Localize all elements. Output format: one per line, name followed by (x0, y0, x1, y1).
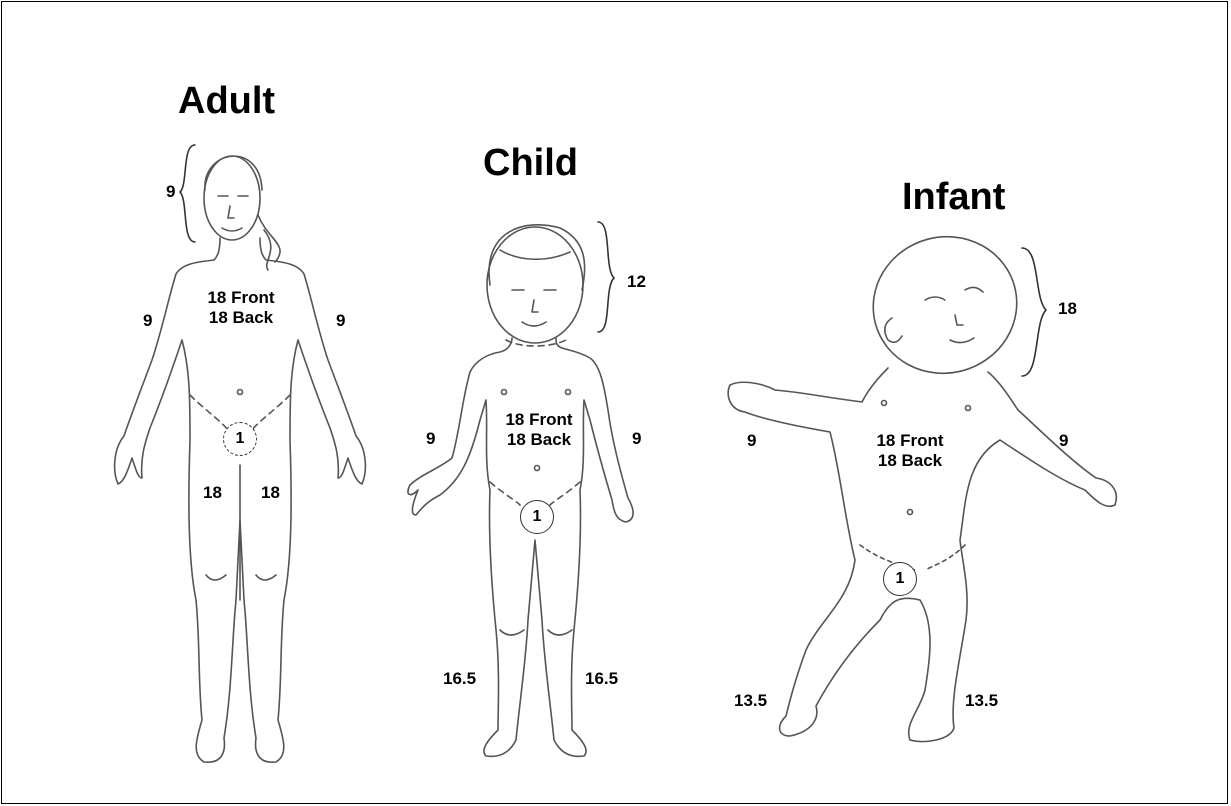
infant-face (925, 287, 983, 342)
child-body-outline (408, 338, 633, 756)
adult-navel (238, 390, 243, 395)
adult-head-value: 9 (166, 182, 175, 202)
child-title: Child (483, 142, 578, 185)
child-navel (535, 466, 540, 471)
adult-head-brace (180, 145, 195, 242)
child-hair (489, 225, 585, 290)
adult-title: Adult (178, 80, 275, 123)
child-head-brace (598, 222, 614, 332)
infant-ear (885, 318, 902, 342)
child-trunk-front: 18 Front (494, 410, 584, 430)
adult-head (204, 156, 260, 240)
adult-arm-left-value: 9 (143, 311, 152, 331)
child-face (512, 290, 556, 326)
infant-nipple-left (882, 401, 887, 406)
infant-trunk-value: 18 Front 18 Back (865, 431, 955, 471)
adult-trunk-value: 18 Front 18 Back (196, 288, 286, 328)
infant-head-value: 18 (1058, 299, 1077, 319)
adult-arm-right-value: 9 (336, 311, 345, 331)
child-nipple-right (566, 390, 571, 395)
adult-trunk-front: 18 Front (196, 288, 286, 308)
child-trunk-value: 18 Front 18 Back (494, 410, 584, 450)
child-leg-right-value: 16.5 (585, 669, 618, 689)
child-nipple-left (502, 390, 507, 395)
child-head-value: 12 (627, 272, 646, 292)
infant-arm-right-value: 9 (1059, 431, 1068, 451)
child-trunk-back: 18 Back (494, 430, 584, 450)
infant-trunk-front: 18 Front (865, 431, 955, 451)
child-arm-right-value: 9 (632, 429, 641, 449)
infant-genitals-value: 1 (883, 562, 917, 596)
infant-navel (908, 510, 913, 515)
infant-nipple-right (966, 406, 971, 411)
child-genitals-value: 1 (520, 500, 554, 534)
infant-title: Infant (902, 176, 1005, 219)
child-leg-left-value: 16.5 (443, 669, 476, 689)
adult-knees (206, 575, 276, 580)
adult-genitals-value: 1 (223, 422, 257, 456)
adult-face (218, 196, 248, 231)
adult-trunk-back: 18 Back (196, 308, 286, 328)
child-knees (500, 630, 572, 635)
child-arm-left-value: 9 (426, 429, 435, 449)
infant-head-brace (1022, 248, 1046, 376)
infant-head (858, 221, 1032, 390)
adult-hair (205, 156, 280, 270)
infant-leg-left-value: 13.5 (734, 691, 767, 711)
infant-arm-left-value: 9 (747, 431, 756, 451)
infant-leg-right-value: 13.5 (965, 691, 998, 711)
infant-body-outline (728, 368, 1116, 742)
adult-leg-left-value: 18 (203, 483, 222, 503)
infant-trunk-back: 18 Back (865, 451, 955, 471)
infant-hip-lines (860, 545, 965, 570)
adult-leg-right-value: 18 (261, 483, 280, 503)
